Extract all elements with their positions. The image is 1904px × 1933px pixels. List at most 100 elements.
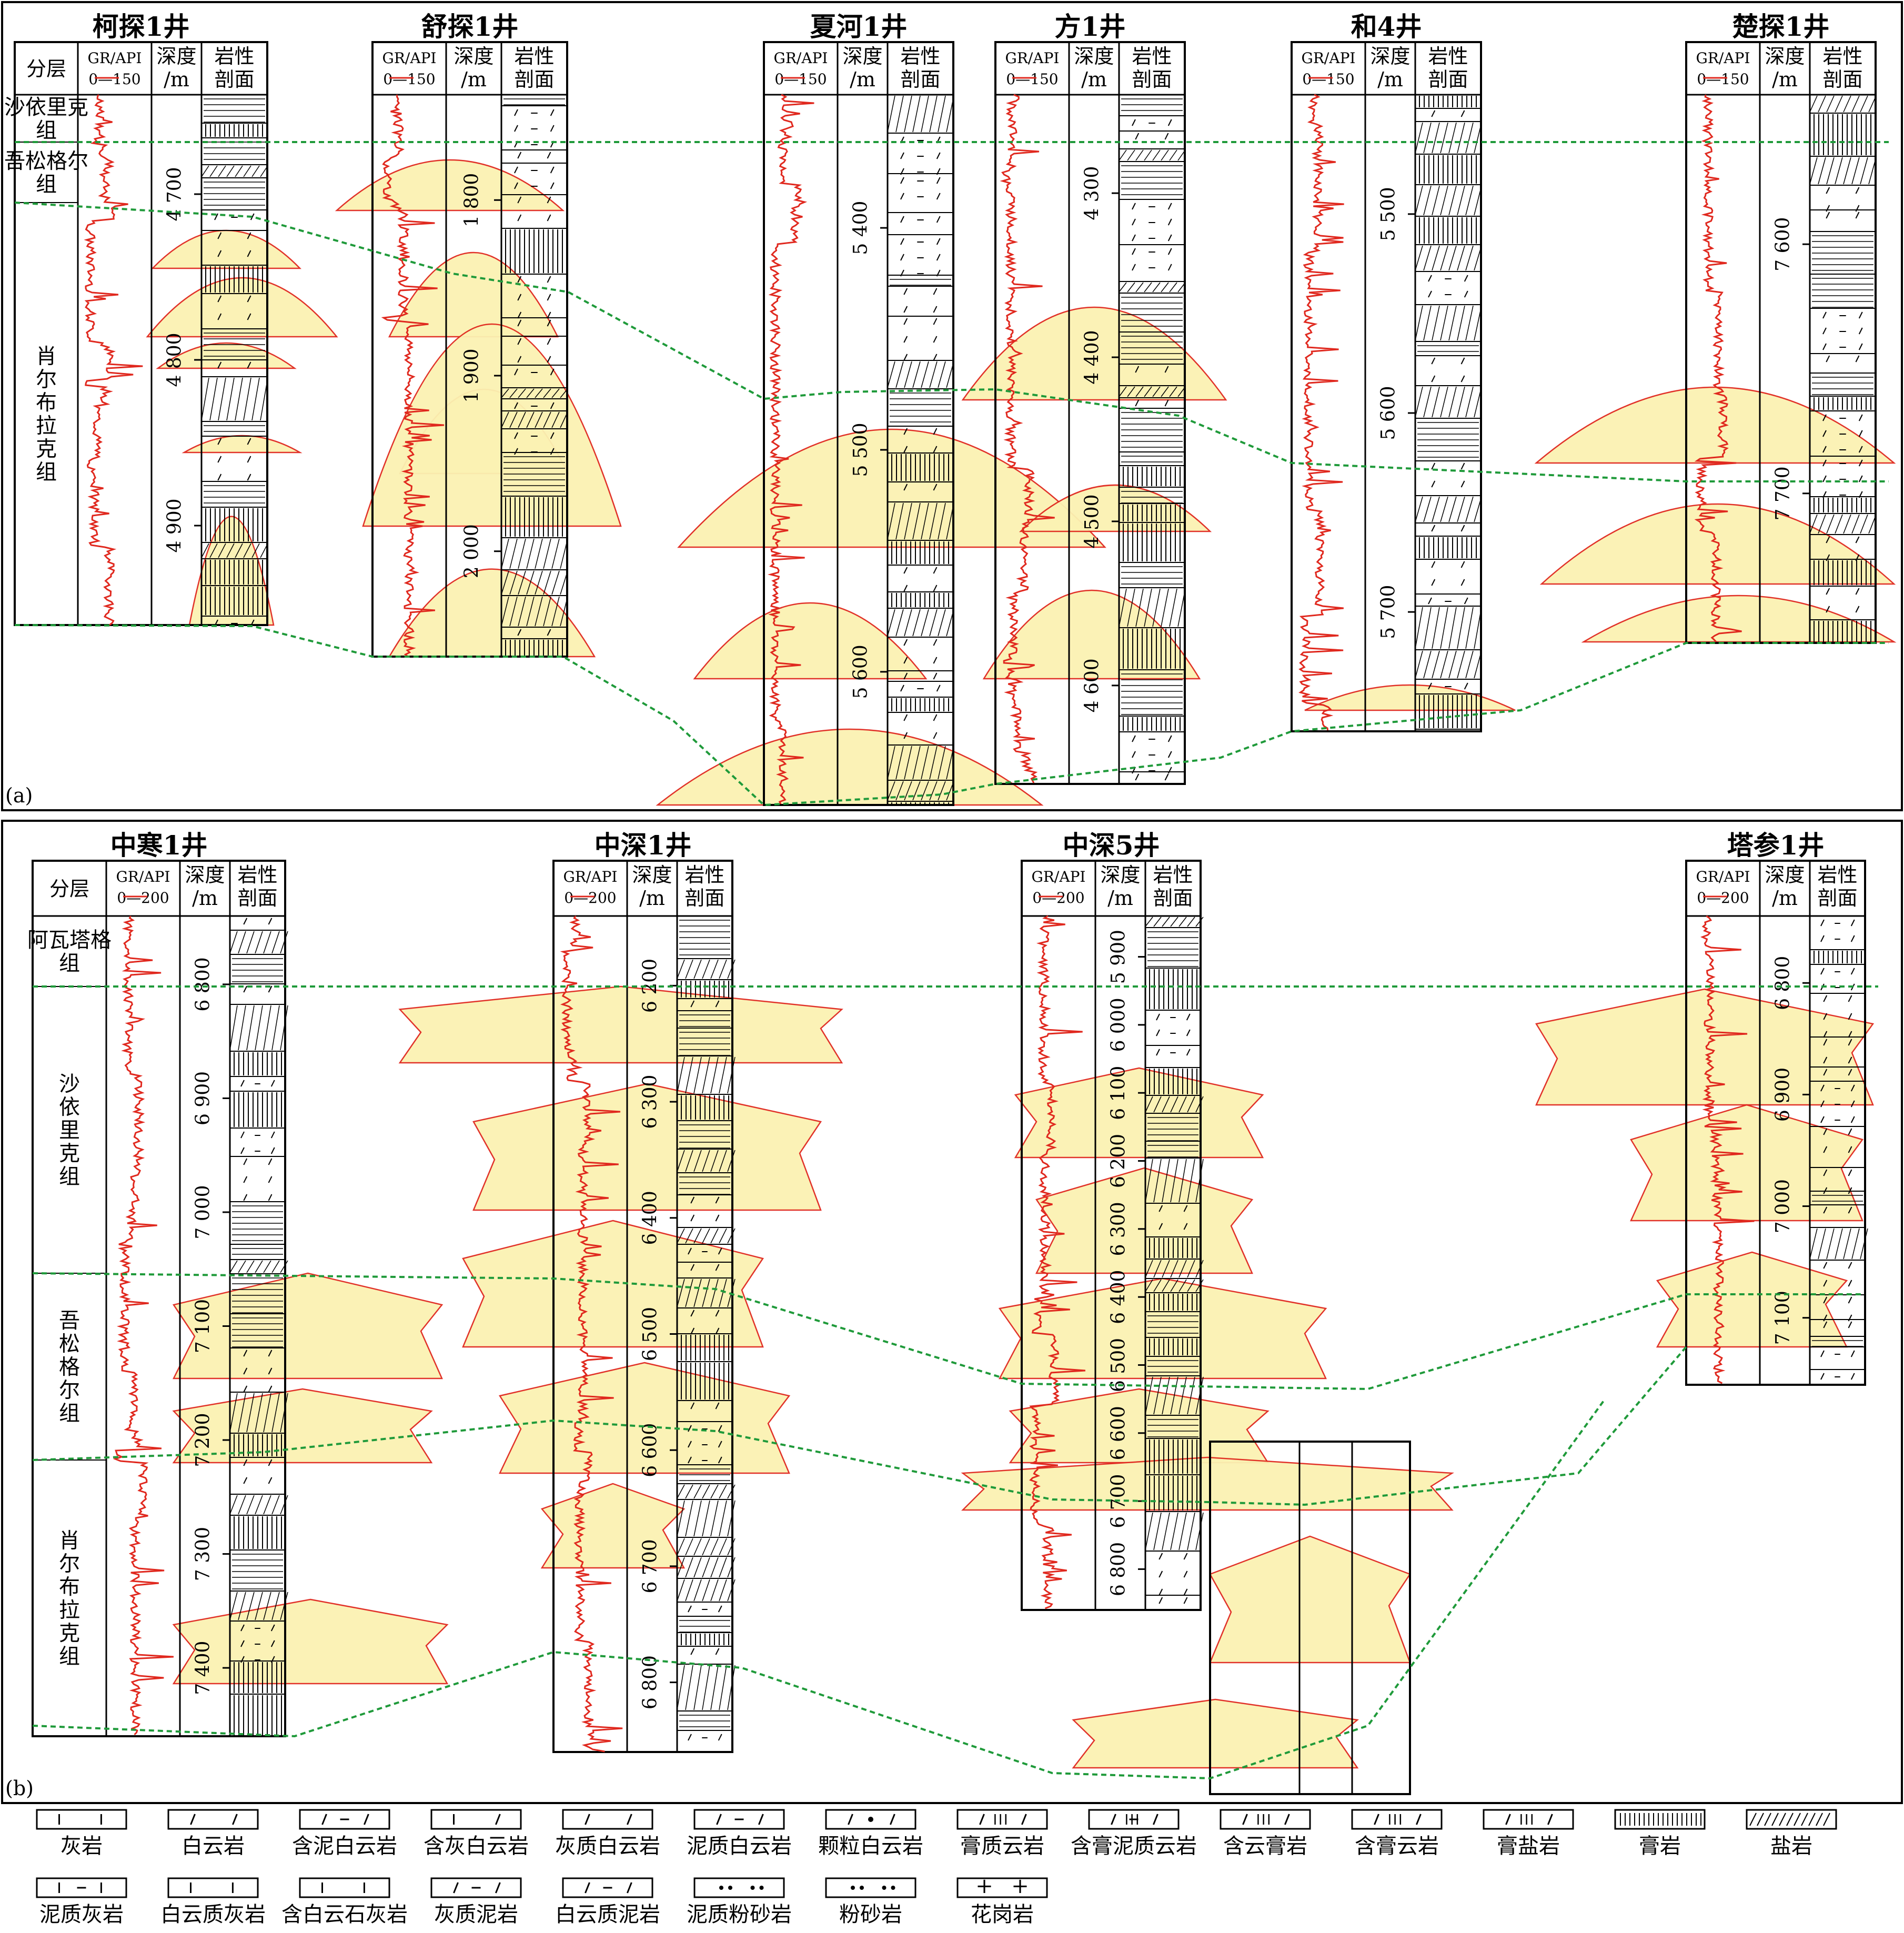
salt-mark [929,746,938,780]
dolomite-mark [1158,1223,1163,1230]
salt-mark [1448,185,1457,216]
salt-mark [1169,386,1177,397]
dolomite-mark [1167,767,1172,774]
gr-curve [1700,915,1755,1384]
dolomite-mark [514,166,518,174]
legend-swatch [1351,1809,1443,1830]
salt-mark [271,1495,280,1515]
salt-mark [263,1592,271,1620]
dolomite-mark [933,672,938,680]
salt-mark [229,1260,238,1273]
salt-mark [251,165,260,177]
depth-label: 7 000 [1772,1179,1794,1233]
salt-mark [912,361,921,388]
dolomite-mark [690,1196,695,1204]
salt-mark [1169,588,1177,627]
dolomite-mark [933,714,938,721]
well-name: 舒探1井 [421,11,519,42]
salt-mark [1860,514,1868,534]
dolomite-mark [247,232,251,239]
salt-mark [702,959,710,979]
sedimentary-cycle [388,252,559,338]
legend-mark [627,1814,632,1825]
salt-mark [710,1228,719,1244]
dolomite-mark [690,1214,695,1222]
legend-swatch [562,1877,653,1898]
salt-mark [1457,305,1465,341]
legend-mark [1764,1813,1771,1826]
salt-mark [685,1278,693,1307]
dolomite-mark [1460,525,1465,532]
salt-mark [1169,149,1177,161]
dolomite-mark [240,1080,245,1087]
depth-label: 1 900 [461,348,483,402]
salt-mark [1178,1260,1187,1278]
well-name: 楚探1井 [1732,11,1830,42]
dolomite-mark [268,1459,273,1466]
well-name: 方1井 [1055,11,1126,42]
salt-mark [1868,95,1877,113]
salt-mark [535,596,543,627]
legend-label: 含云膏岩 [1223,1834,1307,1858]
salt-mark [1161,588,1169,627]
salt-mark [677,1278,685,1307]
dolomite-mark [514,125,518,132]
strat-name: 阿瓦塔格 [27,928,112,952]
salt-mark [895,502,904,540]
salt-mark [1152,588,1161,627]
strat-name: 吾 [59,1309,80,1333]
dolomite-mark [1858,491,1863,498]
dolomite-mark [688,1441,692,1448]
dolomite-mark [1167,203,1172,210]
depth-label: 7 700 [1772,466,1794,520]
dolomite-mark [243,1176,248,1183]
legend-mark [585,1814,590,1825]
gr-header: GR/API [1031,868,1085,885]
sedimentary-cycle [961,306,1227,401]
dolomite-mark [1460,375,1465,382]
dolomite-mark [240,1640,245,1647]
dolomite-mark [1823,1262,1828,1269]
litho-header: 岩性 [1428,45,1468,68]
dolomite-mark [1156,1049,1160,1056]
depth-label: 1 800 [461,173,483,227]
salt-mark [201,543,209,558]
legend-mark [716,1814,722,1825]
legend-mark [190,1814,196,1825]
well-name: 夏河1井 [810,11,908,42]
salt-mark [1195,917,1204,927]
depth-label: 4 500 [1082,494,1103,548]
salt-mark [1423,650,1432,679]
dolomite-mark [900,254,904,261]
salt-mark [1162,1279,1170,1292]
legend-swatch [956,1809,1048,1830]
salt-mark [260,543,268,558]
salt-mark [921,502,929,540]
dolomite-mark [1820,919,1825,927]
salt-mark [1177,149,1186,161]
salt-mark [702,1579,710,1602]
dolomite-mark [517,276,522,283]
depth-label: 7 000 [193,1185,214,1239]
dolomite-mark [1848,1314,1852,1322]
dolomite-mark [1823,1031,1828,1038]
salt-mark [1432,245,1440,271]
salt-mark [1474,607,1482,649]
salt-mark [946,609,954,637]
salt-mark [1119,588,1127,627]
dolomite-mark [1826,212,1830,219]
dolomite-mark [1826,187,1830,194]
salt-mark [1423,122,1432,154]
sedimentary-cycle [146,277,338,338]
salt-mark [1170,1512,1178,1551]
salt-mark [255,931,263,954]
well-frame [1685,860,1866,1386]
dolomite-mark [903,567,908,574]
dolomite-mark [547,319,551,327]
strat-name: 依 [59,1095,80,1120]
dolomite-mark [1855,187,1860,194]
salt-mark [1170,1279,1178,1292]
dolomite-mark [936,269,941,277]
legend-swatch [1746,1809,1837,1830]
